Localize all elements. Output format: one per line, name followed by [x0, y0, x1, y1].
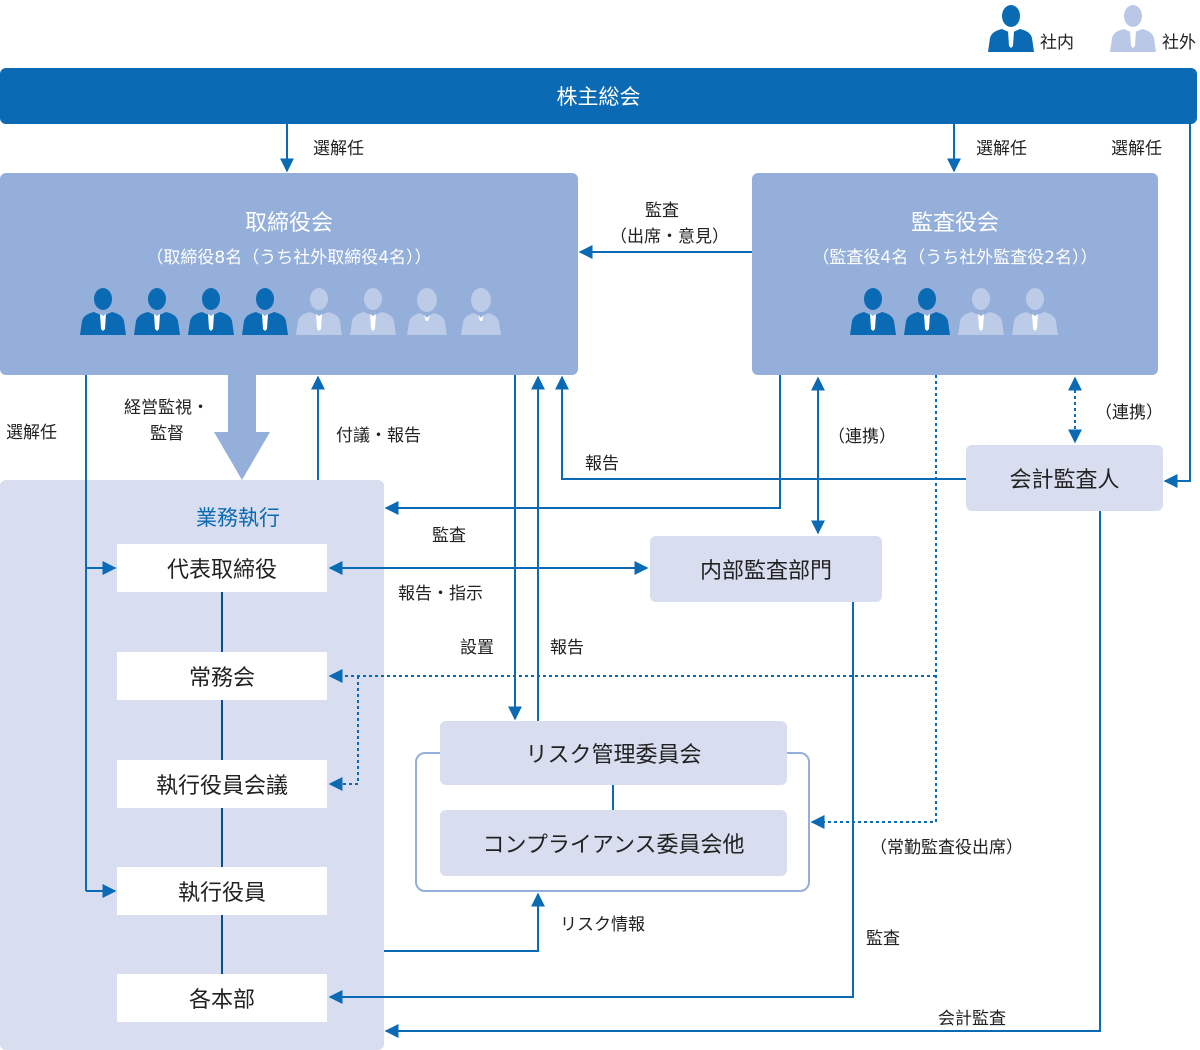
label-risk-info: リスク情報	[560, 915, 645, 935]
representative-director: 代表取締役	[117, 544, 327, 592]
label-report-instruct: 報告・指示	[398, 584, 483, 604]
label-collab-internal: （連携）	[828, 427, 896, 447]
legend-internal-label: 社内	[1040, 33, 1074, 53]
label-supervise-2: 監督	[150, 424, 184, 444]
label-standing-auditor: （常勤監査役出席）	[870, 838, 1023, 858]
audit-board: 監査役会 （監査役4名（うち社外監査役2名））	[752, 173, 1158, 375]
headquarters: 各本部	[117, 974, 327, 1022]
shareholders-label: 株主総会	[556, 85, 641, 109]
label-report-to-board: 報告	[585, 454, 619, 474]
label-establish: 設置	[460, 638, 494, 658]
label-elect-auditor: 選解任	[1111, 139, 1162, 159]
label-audit-dept: 監査	[866, 929, 900, 949]
label-report-risk: 報告	[550, 638, 584, 658]
label-elect-board: 選解任	[313, 139, 364, 159]
board-subtitle: （取締役8名（うち社外取締役4名））	[146, 248, 432, 268]
label-accounting-audit: 会計監査	[938, 1009, 1006, 1029]
label-elect-exec: 選解任	[6, 423, 57, 443]
audit-board-title: 監査役会	[910, 211, 999, 236]
internal-audit-department: 内部監査部門	[650, 536, 882, 602]
label-audit-attend-2: （出席・意見）	[610, 227, 729, 247]
shareholders-meeting: 株主総会	[0, 68, 1197, 124]
audit-board-subtitle: （監査役4名（うち社外監査役2名））	[812, 248, 1098, 268]
label-collab-auditor: （連携）	[1095, 403, 1163, 423]
label-propose-report: 付議・報告	[336, 426, 421, 446]
accounting-auditor: 会計監査人	[966, 445, 1163, 511]
board-title: 取締役会	[244, 211, 333, 236]
exec-area-title: 業務執行	[196, 506, 280, 530]
label-audit-attend-1: 監査	[645, 201, 679, 221]
label-elect-audit: 選解任	[976, 139, 1027, 159]
label-supervise-1: 経営監視・	[124, 398, 209, 418]
executive-officers: 執行役員	[117, 867, 327, 915]
label-audit-exec: 監査	[432, 526, 466, 546]
compliance-committee: コンプライアンス委員会他	[440, 810, 787, 876]
executive-officers-meeting: 執行役員会議	[117, 760, 327, 808]
managing-committee: 常務会	[117, 652, 327, 700]
legend-external-label: 社外	[1162, 33, 1196, 53]
risk-management-committee: リスク管理委員会	[440, 721, 787, 785]
board-of-directors: 取締役会 （取締役8名（うち社外取締役4名））	[0, 173, 578, 375]
